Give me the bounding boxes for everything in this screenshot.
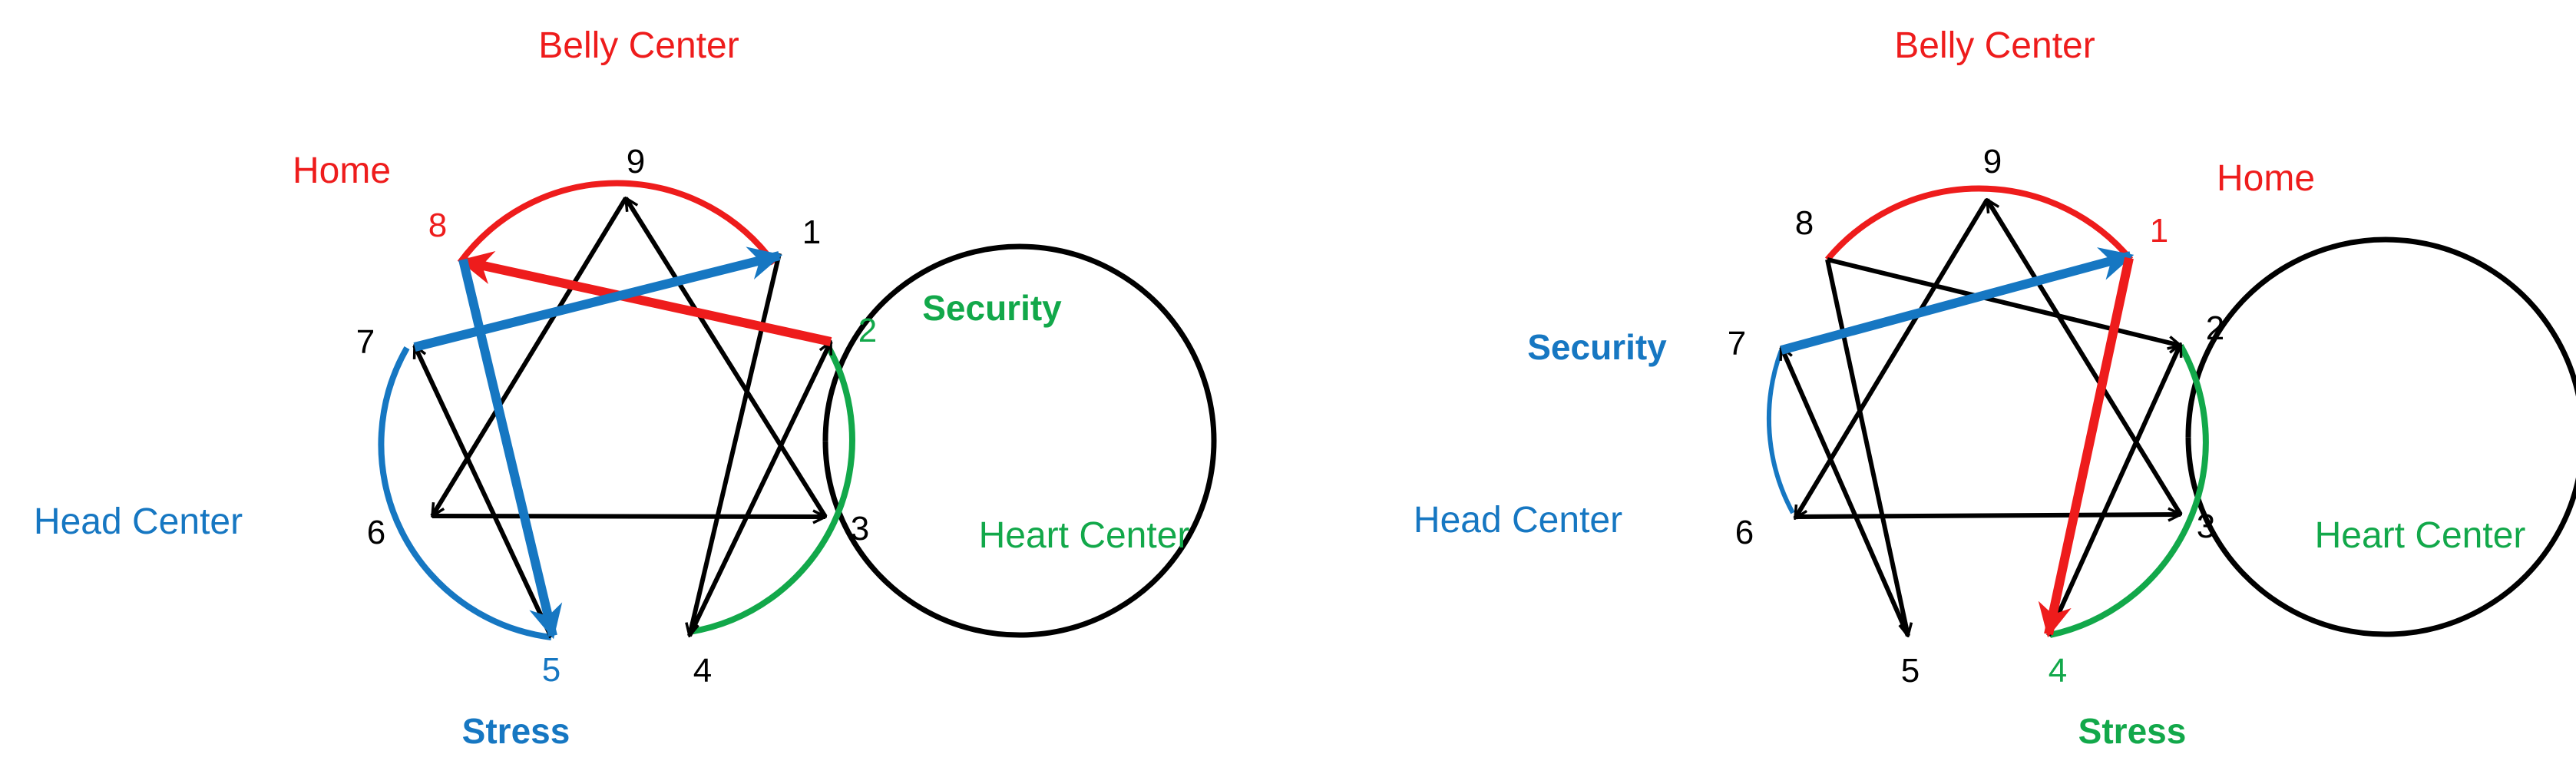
head-center-arc [1766, 349, 1795, 514]
line-5-7 [412, 346, 554, 639]
belly-center-arc [457, 180, 777, 266]
line-4-2 [687, 342, 833, 637]
point-1: 1 [802, 213, 821, 251]
point-6: 6 [1735, 514, 1754, 551]
point-7: 7 [1728, 325, 1746, 362]
line-3-9 [1985, 200, 2183, 516]
heart-center-arc [689, 339, 855, 635]
line-9-6 [430, 197, 628, 516]
enneagram-circle [822, 243, 1217, 638]
head-center-arc [378, 346, 552, 640]
line-1-4 [689, 253, 782, 636]
connection-lines [1779, 198, 2183, 637]
heart-center-label: Heart Center [2315, 515, 2526, 556]
point-4: 4 [693, 652, 712, 690]
line-9-6 [1793, 198, 1989, 518]
belly-center-label: Belly Center [1894, 25, 2095, 66]
point-6: 6 [367, 514, 385, 551]
stress-arrow [2038, 256, 2134, 638]
enneagram-diagram-right: 9 1 2 3 4 5 6 7 8 Belly Center Home Secu… [1414, 25, 2576, 751]
point-9: 9 [627, 143, 645, 180]
stress-label: Stress [462, 711, 570, 751]
point-8: 8 [428, 207, 447, 244]
enneagram-circle [2185, 237, 2576, 637]
head-center-label: Head Center [1414, 500, 1622, 541]
home-label: Home [293, 150, 391, 191]
line-4-2 [2046, 344, 2183, 637]
line-5-7 [1779, 347, 1910, 637]
enneagram-diagram-left: 9 1 2 3 4 5 6 7 8 Belly Center Home Secu… [34, 25, 1217, 751]
home-label: Home [2217, 158, 2315, 199]
heart-center-label: Heart Center [979, 515, 1190, 556]
security-label: Security [922, 288, 1062, 328]
line-3-9 [623, 198, 828, 518]
line-6-3 [1794, 514, 2181, 517]
belly-center-label: Belly Center [538, 25, 739, 66]
line-8-5 [1825, 259, 1908, 636]
point-3: 3 [2197, 508, 2215, 545]
line-8-2 [1827, 257, 2181, 346]
stress-label: Stress [2078, 711, 2187, 751]
point-2: 2 [2206, 309, 2224, 347]
security-label: Security [1527, 327, 1667, 367]
point-2: 2 [858, 312, 877, 349]
point-8: 8 [1795, 204, 1814, 242]
point-3: 3 [851, 510, 869, 547]
line-6-3 [432, 516, 825, 517]
point-5: 5 [542, 651, 561, 689]
heart-center-arc [2049, 344, 2209, 638]
security-arrow [1780, 247, 2135, 355]
point-4: 4 [2049, 652, 2067, 690]
connection-lines [412, 197, 833, 639]
home-arrow [458, 250, 832, 346]
point-1: 1 [2150, 212, 2168, 250]
point-7: 7 [356, 323, 375, 361]
point-9: 9 [1983, 143, 2002, 180]
belly-center-arc [1824, 185, 2134, 262]
head-center-label: Head Center [34, 501, 243, 542]
security-arrow [413, 246, 783, 352]
stress-arrow [458, 258, 563, 640]
point-5: 5 [1901, 652, 1920, 690]
